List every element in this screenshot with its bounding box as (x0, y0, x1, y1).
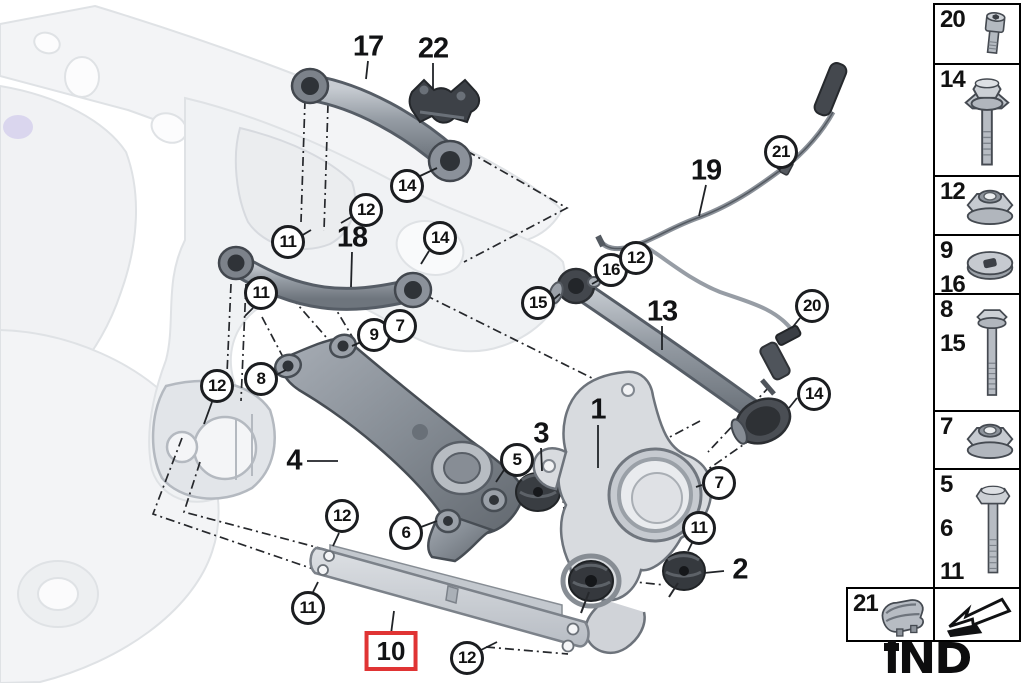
socket-head-bolt-icon (984, 12, 1006, 55)
hex-bolt-icon (975, 485, 1011, 573)
legend-cell-12: 12 (933, 175, 1021, 236)
legend-cell-14: 14 (933, 63, 1021, 177)
washer-icon (966, 250, 1014, 280)
legend-part-number-14: 14 (940, 66, 966, 93)
legend-cell-21: 21 (846, 587, 935, 642)
part-label-17: 17 (352, 30, 384, 63)
flange-bolt-plate-icon (964, 78, 1010, 166)
flange-nut-icon (966, 423, 1014, 460)
circled-callout-7: 7 (383, 309, 417, 343)
circled-callout-11: 11 (271, 225, 305, 259)
circled-callout-12: 12 (450, 641, 484, 675)
circled-callout-12: 12 (619, 241, 653, 275)
circled-callout-16: 16 (594, 253, 628, 287)
legend-part-number-15: 15 (940, 329, 966, 357)
bracket-22 (408, 78, 481, 124)
bushing-2 (662, 551, 706, 598)
flange-nut-icon (966, 189, 1014, 225)
circled-callout-11: 11 (291, 591, 325, 625)
highlighted-part-label-10: 10 (364, 631, 418, 671)
faded-subframe-background (0, 4, 566, 683)
legend-part-number-21: 21 (853, 590, 879, 617)
legend-part-number-7: 7 (940, 413, 953, 440)
legend-part-number-11: 11 (940, 558, 964, 586)
ind-logo-text: iND (884, 633, 972, 683)
circled-callout-7: 7 (702, 466, 736, 500)
lower-control-arm-4 (273, 333, 526, 563)
part-label-18: 18 (336, 221, 368, 254)
flange-bolt-icon (976, 308, 1008, 396)
legend-cell-7: 7 (933, 410, 1021, 470)
legend-part-number-8: 8 (940, 296, 953, 323)
reinforcement-plate-10 (309, 544, 590, 653)
sensor-lead-19 (595, 62, 848, 332)
circled-callout-14: 14 (423, 221, 457, 255)
ind-logo-ibar (884, 643, 899, 651)
circled-callout-21: 21 (764, 135, 798, 169)
legend-part-number-20: 20 (940, 6, 966, 33)
part-label-3: 3 (533, 417, 549, 450)
circled-callout-11: 11 (244, 276, 278, 310)
toe-arm-13 (548, 266, 761, 419)
legend-part-number-9: 9 (940, 237, 953, 264)
subframe-bracket (151, 379, 276, 500)
circled-callout-12: 12 (200, 369, 234, 403)
circled-callout-14: 14 (390, 169, 424, 203)
circled-callout-11: 11 (682, 511, 716, 545)
legend-cell-5-6-11: 5 6 11 (933, 468, 1021, 589)
wheel-carrier-1 (532, 370, 713, 654)
legend-part-number-16: 16 (940, 270, 966, 298)
circled-callout-15: 15 (521, 286, 555, 320)
legend-part-number-6: 6 (940, 514, 953, 542)
part-label-4: 4 (286, 444, 302, 477)
part-label-1: 1 (590, 393, 606, 426)
part-label-22: 22 (417, 32, 449, 65)
circled-callout-14: 14 (797, 377, 831, 411)
upper-camber-arm-17 (290, 67, 473, 183)
legend-part-number-5: 5 (940, 471, 953, 498)
circled-callout-12: 12 (349, 193, 383, 227)
ind-logo: iND (884, 633, 1024, 683)
speed-sensor-20 (759, 325, 802, 396)
circled-callout-5: 5 (500, 443, 534, 477)
part-label-19: 19 (690, 154, 722, 187)
circled-callout-12: 12 (325, 499, 359, 533)
part-label-2: 2 (732, 553, 748, 586)
legend-cell-20: 20 (933, 3, 1021, 65)
part-label-13: 13 (646, 295, 678, 328)
retaining-clip-icon (881, 598, 925, 637)
toe-arm-bushing (730, 397, 792, 445)
circled-callout-20: 20 (795, 289, 829, 323)
legend-part-number-12: 12 (940, 178, 966, 205)
circled-callout-8: 8 (244, 362, 278, 396)
circled-callout-6: 6 (389, 516, 423, 550)
direction-arrow-icon (946, 597, 1012, 637)
legend-cell-direction (933, 587, 1021, 642)
